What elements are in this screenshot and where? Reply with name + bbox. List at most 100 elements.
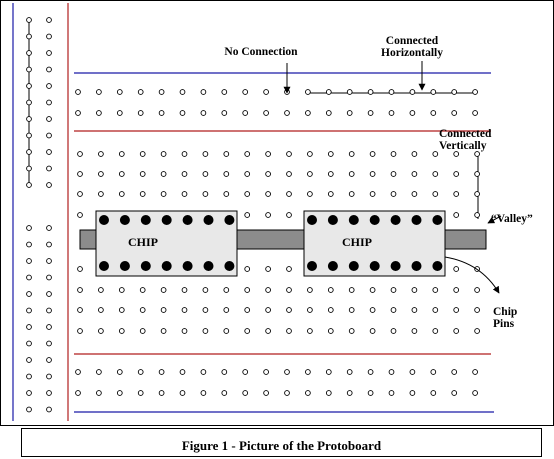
hole — [26, 340, 32, 347]
hole — [325, 369, 332, 375]
hole — [26, 83, 32, 89]
hole — [26, 182, 32, 188]
chip-2-pin — [411, 261, 422, 271]
hole — [26, 50, 32, 56]
chip-1-pin — [119, 215, 130, 225]
hole — [390, 191, 397, 197]
hole — [46, 182, 52, 188]
hole — [430, 89, 437, 95]
hole — [26, 132, 32, 139]
hole — [26, 116, 32, 122]
hole — [432, 328, 439, 334]
hole — [46, 406, 52, 413]
hole — [286, 171, 292, 177]
chip-2-pin — [348, 215, 359, 225]
hole — [286, 191, 292, 197]
hole — [26, 33, 32, 40]
hole — [409, 110, 416, 116]
hole — [26, 324, 32, 330]
hole — [265, 191, 271, 197]
hole — [263, 89, 269, 95]
hole — [411, 171, 418, 177]
hole — [474, 328, 480, 334]
hole — [118, 151, 125, 157]
hole — [409, 369, 416, 375]
hole — [77, 266, 83, 272]
hole — [327, 191, 334, 197]
hole — [244, 171, 251, 177]
hole — [263, 390, 269, 396]
chip-1-pin — [99, 261, 109, 271]
hole — [327, 307, 334, 313]
hole — [46, 291, 52, 297]
hole — [77, 328, 83, 334]
hole — [327, 151, 334, 157]
hole — [223, 287, 230, 293]
hole — [430, 369, 437, 375]
hole — [411, 151, 418, 157]
hole — [26, 17, 32, 23]
hole — [451, 110, 458, 116]
chip-2-pin — [348, 261, 359, 271]
chip-1-pin — [203, 261, 214, 271]
hole — [26, 406, 32, 413]
hole — [46, 340, 52, 347]
chip-2-pin — [411, 215, 422, 225]
hole — [75, 390, 81, 396]
hole — [158, 369, 165, 375]
connected-horizontally-label: Connected Horizontally — [381, 35, 443, 59]
hole — [453, 151, 460, 157]
hole — [346, 110, 353, 116]
hole — [46, 274, 52, 281]
chip-1-label: CHIP — [128, 235, 158, 249]
hole — [116, 110, 123, 116]
hole — [77, 171, 83, 177]
hole — [453, 287, 460, 293]
hole — [98, 307, 104, 313]
protoboard-figure: No Connection Connected Horizontally Con… — [0, 0, 554, 426]
chip-2-pin — [390, 215, 401, 225]
hole — [139, 307, 146, 313]
hole — [348, 191, 355, 197]
hole — [472, 89, 478, 95]
hole — [242, 369, 249, 375]
hole — [179, 369, 186, 375]
hole — [75, 369, 81, 375]
hole — [26, 373, 32, 380]
hole — [265, 328, 271, 334]
hole — [286, 307, 292, 313]
hole — [179, 390, 186, 396]
hole — [46, 99, 52, 106]
hole — [367, 369, 374, 375]
hole — [46, 165, 52, 172]
protoboard-diagram — [12, 3, 502, 421]
hole — [451, 369, 458, 375]
hole — [474, 151, 480, 157]
hole — [265, 171, 271, 177]
hole — [202, 307, 209, 313]
hole — [244, 328, 251, 334]
hole — [46, 324, 52, 330]
hole — [179, 89, 186, 95]
hole — [369, 151, 376, 157]
chip-2-label: CHIP — [342, 235, 372, 249]
hole — [346, 89, 353, 95]
hole — [26, 357, 32, 363]
chip-2-pin — [432, 261, 443, 271]
hole — [472, 110, 478, 116]
caption-text: Figure 1 - Picture of the Protoboard — [181, 438, 382, 453]
hole — [390, 151, 397, 157]
hole — [221, 89, 228, 95]
hole — [98, 151, 104, 157]
hole — [263, 110, 269, 116]
hole — [181, 151, 188, 157]
hole — [286, 212, 292, 218]
hole — [26, 307, 32, 314]
hole — [411, 328, 418, 334]
hole — [181, 328, 188, 334]
hole — [46, 258, 52, 264]
hole — [325, 110, 332, 116]
hole — [348, 287, 355, 293]
hole — [432, 151, 439, 157]
chip-1-pin — [224, 215, 235, 225]
